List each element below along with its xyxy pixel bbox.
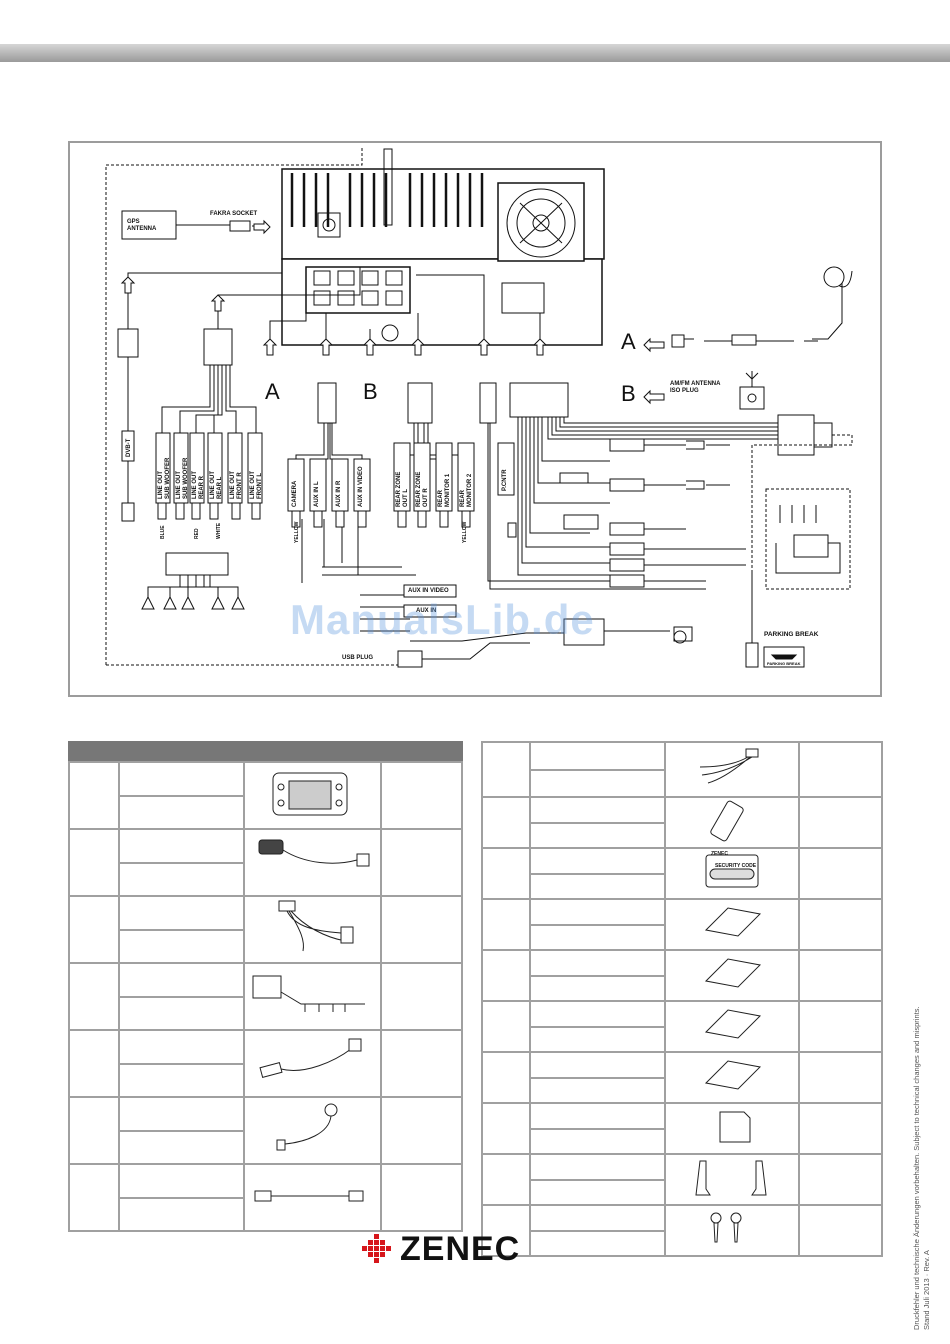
aux-in-l-label: AUX IN L [314, 481, 320, 507]
rear-zone-out-r-label: REAR ZONE OUT R [416, 471, 429, 507]
sd-card-icon [663, 1102, 800, 1155]
rear-zone-out-l-label: REAR ZONE OUT L [396, 471, 409, 507]
usb-plug-label: USB PLUG [342, 655, 374, 661]
rear-monitor-1-label: REAR MONITOR 1 [438, 473, 451, 507]
zenec-logo-mark [362, 1234, 391, 1263]
usb-cable-icon [242, 1029, 382, 1098]
wiring-diagram-lines [105, 147, 853, 668]
rear-monitor-2-label: REAR MONITOR 2 [460, 473, 473, 507]
line-out-front-l: LINE OUT FRONT L [250, 471, 263, 499]
antenna-adapter-icon [242, 1163, 382, 1232]
yellow-label-2: YELLOW [462, 521, 468, 543]
aux-in-box-label: AUX IN [416, 608, 437, 614]
am-fm-antenna-label: AM/FM ANTENNA ISO PLUG [670, 381, 721, 394]
antenna-b-label: B [621, 381, 636, 406]
zenec-logo: ZENEC [360, 1230, 600, 1268]
remote-control-icon [663, 796, 800, 849]
parts-table-right [481, 741, 884, 1257]
red-label: RED [194, 528, 200, 539]
fakra-socket-label: FAKRA SOCKET [210, 211, 258, 217]
aux-usb-box-icon [242, 962, 382, 1031]
card-icon [663, 1000, 800, 1053]
security-card-brand: ZENEC [711, 851, 728, 857]
wiring-diagram: GPS ANTENNA FAKRA SOCKET DVB-T A B A B A… [68, 141, 882, 697]
yellow-label: YELLOW [294, 521, 300, 543]
line-out-front-r: LINE OUT FRONT R [230, 471, 243, 499]
card-icon [663, 1051, 800, 1104]
parts-table-left [68, 761, 464, 1232]
white-label: WHITE [216, 522, 222, 539]
parts-header-bar [68, 741, 463, 761]
card-icon [663, 949, 800, 1002]
line-out-sub-1: LINE OUT SUB WOOFER [158, 457, 171, 499]
gps-antenna-label: GPS ANTENNA [127, 219, 157, 232]
screws-icon [663, 1204, 800, 1257]
p-cntr-label: P.CNTR [502, 469, 508, 491]
connector-a-label: A [265, 379, 280, 404]
wiring-harness-icon [242, 895, 382, 964]
side-note: Druckfehler und technische Änderungen vo… [912, 1006, 932, 1330]
parking-break-label: PARKING BREAK [764, 631, 819, 638]
line-out-rear-r: LINE OUT REAR R [192, 471, 205, 499]
zenec-logo-text: ZENEC [400, 1230, 521, 1268]
microphone-icon [242, 1096, 382, 1165]
antenna-a-label: A [621, 329, 636, 354]
card-icon [663, 898, 800, 951]
aux-in-video-box-label: AUX IN VIDEO [408, 588, 449, 594]
aux-in-video-label: AUX IN VIDEO [358, 466, 364, 507]
rca-adapter-icon [663, 741, 800, 798]
brackets-icon [663, 1153, 800, 1206]
line-out-sub-2: LINE OUT SUB WOOFER [176, 457, 189, 499]
side-note-line-2: Stand Juli 2013 · Rev. A [922, 1250, 931, 1330]
aux-in-r-label: AUX IN R [336, 480, 342, 507]
blue-label: BLUE [160, 525, 166, 539]
line-out-rear-l: LINE OUT REAR L [210, 471, 223, 499]
gps-antenna-icon [242, 828, 382, 897]
watermark: ManualsLib.de [290, 596, 595, 643]
head-unit-icon [242, 761, 382, 830]
parking-break-icon-label: PARKING BREAK [767, 661, 801, 666]
camera-label: CAMERA [292, 480, 298, 507]
dvb-t-label: DVB-T [126, 438, 132, 457]
connector-b-label: B [363, 379, 378, 404]
security-card-icon [663, 847, 800, 900]
top-banner [0, 44, 950, 62]
security-card-text: SECURITY CODE [715, 863, 757, 869]
side-note-line-1: Druckfehler und technische Änderungen vo… [912, 1006, 921, 1330]
